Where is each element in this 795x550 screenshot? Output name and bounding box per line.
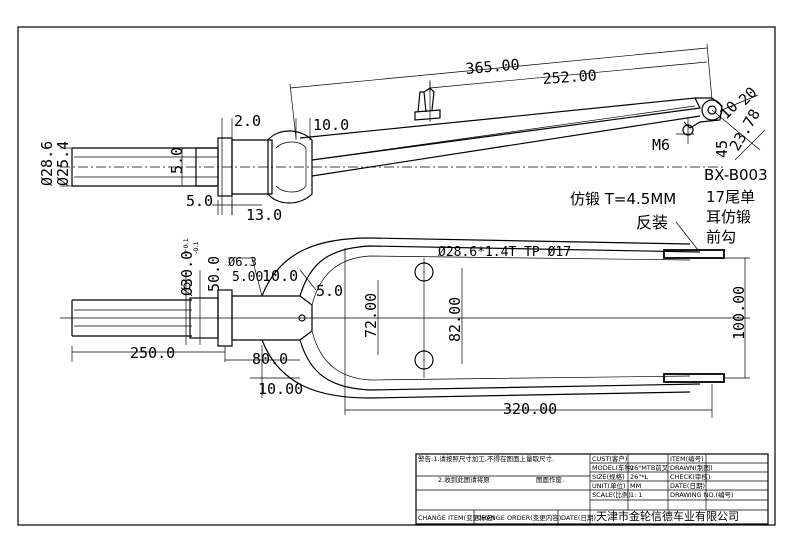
tb-unit: UNIT(单位) bbox=[592, 481, 626, 490]
tb-cust: CUST(客户) bbox=[592, 454, 627, 463]
dim-5-0-bottom: 5.0 bbox=[186, 192, 213, 210]
dim-13-0: 13.0 bbox=[246, 206, 282, 224]
tb-size-val: 26"*L bbox=[630, 473, 649, 481]
dim-5-0-vertical: 5.0 bbox=[168, 147, 186, 174]
dim-5-0-front: 5.0 bbox=[316, 282, 343, 300]
tb-change-item: CHANGE ITEM(变更标记) bbox=[418, 513, 495, 522]
dim-10-00: 10.00 bbox=[258, 380, 303, 398]
front-view bbox=[60, 237, 750, 418]
dim-82: 82.00 bbox=[446, 297, 464, 342]
dropout-note-3: 前勾 bbox=[706, 228, 736, 246]
tb-note-1: 警告:1.请按照尺寸加工,不得在图面上量取尺寸. bbox=[418, 454, 554, 463]
tb-change-date: DATE(日期) bbox=[561, 514, 596, 522]
dim-320: 320.00 bbox=[503, 400, 557, 418]
dim-d28-6: Ø28.6 bbox=[38, 141, 56, 186]
tb-scale-val: 1: 1 bbox=[630, 491, 643, 499]
dim-250: 250.0 bbox=[130, 344, 175, 362]
forging-note: 仿锻 T=4.5MM bbox=[570, 190, 676, 208]
tb-note-3: 图面作废. bbox=[536, 475, 564, 484]
tb-company: 天津市金轮信德车业有限公司 bbox=[596, 509, 739, 523]
assembly-note: 反装 bbox=[636, 213, 668, 232]
dim-d30: Ø30.0 bbox=[178, 251, 196, 296]
tb-size: SIZE(规格) bbox=[592, 472, 625, 481]
dim-72: 72.00 bbox=[362, 293, 380, 338]
tb-model-val: 26"MTB前叉 bbox=[630, 463, 669, 472]
tb-note-2: 2.收到此图请将原 bbox=[438, 475, 490, 484]
dim-2-0: 2.0 bbox=[234, 112, 261, 130]
tb-check: CHECK(审核) bbox=[670, 472, 710, 481]
dim-100: 100.00 bbox=[730, 286, 748, 340]
dim-252: 252.00 bbox=[542, 66, 597, 88]
tb-drawn: DRAWN(制图) bbox=[670, 463, 713, 472]
dim-10-0-front: 10.0 bbox=[262, 267, 298, 285]
dropout-note-1: 17尾单 bbox=[706, 188, 755, 206]
side-view bbox=[60, 43, 766, 215]
dim-20: 20 bbox=[735, 83, 761, 109]
tb-date: DATE(日期) bbox=[670, 482, 705, 490]
dim-50-0: 50.0 bbox=[205, 256, 223, 292]
dim-10-0-top: 10.0 bbox=[313, 116, 349, 134]
tb-item: ITEM(编号) bbox=[670, 454, 704, 463]
dim-d25-4: Ø25.4 bbox=[54, 141, 72, 186]
dim-m6: M6 bbox=[652, 136, 670, 154]
dim-45: 45 bbox=[713, 140, 731, 158]
dim-80: 80.0 bbox=[252, 350, 288, 368]
tb-model: MODEL(车种) bbox=[592, 463, 634, 472]
dim-5-00: 5.00 bbox=[232, 270, 263, 285]
dim-d6-3: Ø6.3 bbox=[228, 255, 257, 269]
tb-scale: SCALE(比例) bbox=[592, 490, 631, 499]
dim-d30-tol-low: -0.1 bbox=[192, 241, 200, 254]
part-number: BX-B003 bbox=[704, 166, 768, 184]
tb-drawing-no: DRAWING NO.(编号) bbox=[670, 490, 734, 499]
dim-d30-tol-up: +0.1 bbox=[182, 238, 190, 254]
tube-spec: Ø28.6*1.4T TP Ø17 bbox=[438, 245, 571, 260]
title-block bbox=[415, 453, 769, 525]
tb-unit-val: MM bbox=[630, 482, 641, 490]
drawing-frame bbox=[17, 26, 776, 526]
dropout-note-2: 耳仿锻 bbox=[706, 208, 751, 226]
tb-change-order: CHANGE ORDER(变更内容) bbox=[477, 513, 561, 522]
dim-365: 365.00 bbox=[465, 55, 521, 78]
